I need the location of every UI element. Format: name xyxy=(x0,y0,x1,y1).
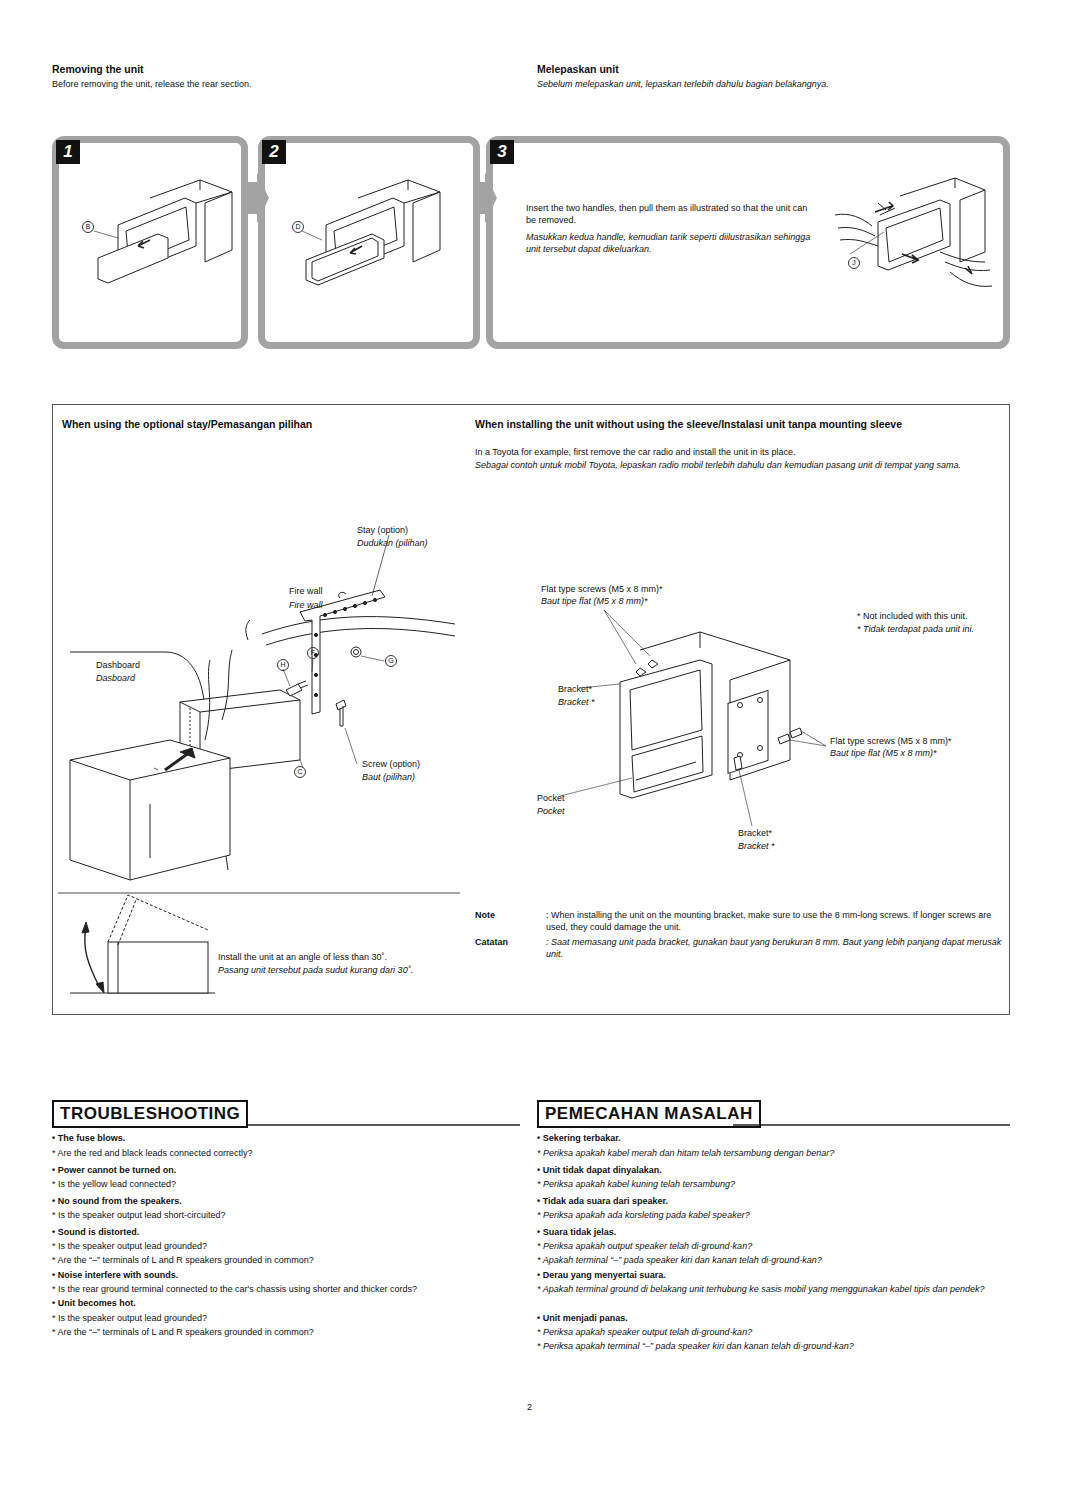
text-label: Flat type screws (M5 x 8 mm)* xyxy=(830,736,952,748)
troubleshooting-item: * Are the red and black leads connected … xyxy=(52,1148,253,1160)
troubleshooting-item: * Periksa apakah kabel kuning telah ters… xyxy=(537,1179,735,1191)
troubleshooting-item: * Is the speaker output lead short-circu… xyxy=(52,1210,226,1222)
callout-letter: H xyxy=(277,659,289,671)
troubleshooting-item: * Periksa apakah output speaker telah di… xyxy=(537,1241,752,1253)
callout-letter: B xyxy=(82,221,94,233)
text-label: : Saat memasang unit pada bracket, gunak… xyxy=(546,937,1006,960)
troubleshooting-item: • Sound is distorted. xyxy=(52,1227,139,1239)
text-label: Melepaskan unit xyxy=(537,63,619,77)
instruction-text: Masukkan kedua handle, kemudian tarik se… xyxy=(526,232,816,255)
text-label: : When installing the unit on the mounti… xyxy=(546,910,1006,933)
text-label: Install the unit at an angle of less tha… xyxy=(218,952,387,964)
troubleshooting-item: • Unit tidak dapat dinyalakan. xyxy=(537,1165,662,1177)
step-panel: 3Insert the two handles, then pull them … xyxy=(486,136,1010,349)
text-label: Bracket* xyxy=(738,828,772,840)
step-number: 3 xyxy=(490,140,514,164)
callout-letter: G xyxy=(385,655,397,667)
callout-letter: D xyxy=(292,221,304,233)
text-label: Baut tipe flat (M5 x 8 mm)* xyxy=(830,748,937,760)
troubleshooting-item: • Noise interfere with sounds. xyxy=(52,1270,178,1282)
text-label: Pocket xyxy=(537,806,565,818)
text-label: * Not included with this unit. xyxy=(857,611,968,623)
text-label: Baut (pilihan) xyxy=(362,772,415,784)
text-label: Bracket* xyxy=(558,684,592,696)
troubleshooting-item: • Unit becomes hot. xyxy=(52,1298,136,1310)
text-label: Screw (option) xyxy=(362,759,420,771)
section-title: TROUBLESHOOTING xyxy=(60,1104,240,1124)
text-label: Fire wall xyxy=(289,586,323,598)
text-label: Flat type screws (M5 x 8 mm)* xyxy=(541,584,663,596)
instruction-text: Sebagai contoh untuk mobil Toyota, lepas… xyxy=(475,460,1005,472)
troubleshooting-item: * Is the yellow lead connected? xyxy=(52,1179,176,1191)
callout-letter: F xyxy=(307,647,319,659)
text-label: Stay (option) xyxy=(357,525,408,537)
troubleshooting-item: • Unit menjadi panas. xyxy=(537,1313,628,1325)
step-panel: 1B xyxy=(52,136,248,349)
page-number: 2 xyxy=(527,1402,532,1414)
instruction-text: Insert the two handles, then pull them a… xyxy=(526,203,816,226)
step-number: 1 xyxy=(56,140,80,164)
section-title: PEMECAHAN MASALAH xyxy=(545,1104,753,1124)
text-label: Note xyxy=(475,910,495,922)
troubleshooting-item: • No sound from the speakers. xyxy=(52,1196,182,1208)
text-label: * Tidak terdapat pada unit ini. xyxy=(857,624,974,636)
troubleshooting-item: * Periksa apakah kabel merah dan hitam t… xyxy=(537,1148,834,1160)
section-heading: When using the optional stay/Pemasangan … xyxy=(62,418,312,432)
text-label: Dudukan (pilihan) xyxy=(357,538,428,550)
text-label: Fire wall xyxy=(289,600,323,612)
text-label: Dasboard xyxy=(96,673,135,685)
troubleshooting-item: * Are the “–” terminals of L and R speak… xyxy=(52,1255,314,1267)
text-label: Removing the unit xyxy=(52,63,144,77)
text-label: Pocket xyxy=(537,793,565,805)
text-label: Before removing the unit, release the re… xyxy=(52,79,252,91)
troubleshooting-item: • The fuse blows. xyxy=(52,1133,125,1145)
troubleshooting-item: * Is the speaker output lead grounded? xyxy=(52,1313,207,1325)
step-panel: 2D xyxy=(258,136,480,349)
callout-letter: J xyxy=(848,257,860,269)
section-heading-box: PEMECAHAN MASALAH xyxy=(537,1100,761,1128)
troubleshooting-item: * Is the rear ground terminal connected … xyxy=(52,1284,417,1296)
section-frame: When using the optional stay/Pemasangan … xyxy=(52,404,1010,1015)
troubleshooting-item: * Periksa apakah ada korsleting pada kab… xyxy=(537,1210,750,1222)
troubleshooting-item: • Tidak ada suara dari speaker. xyxy=(537,1196,668,1208)
text-label: Baut tipe flat (M5 x 8 mm)* xyxy=(541,596,648,608)
troubleshooting-item: * Apakah terminal “–” pada speaker kiri … xyxy=(537,1255,822,1267)
text-label: Dashboard xyxy=(96,660,140,672)
section-heading-box: TROUBLESHOOTING xyxy=(52,1100,248,1128)
troubleshooting-item: * Periksa apakah terminal “–” pada speak… xyxy=(537,1341,854,1353)
troubleshooting-item: • Sekering terbakar. xyxy=(537,1133,621,1145)
text-label: Bracket * xyxy=(558,697,595,709)
troubleshooting-item: • Suara tidak jelas. xyxy=(537,1227,616,1239)
instruction-text: In a Toyota for example, first remove th… xyxy=(475,447,1005,459)
step-number: 2 xyxy=(262,140,286,164)
troubleshooting-item: * Are the “–” terminals of L and R speak… xyxy=(52,1327,314,1339)
text-label: Pasang unit tersebut pada sudut kurang d… xyxy=(218,965,413,977)
troubleshooting-item: * Is the speaker output lead grounded? xyxy=(52,1241,207,1253)
text-label: Catatan xyxy=(475,937,508,949)
text-label: Sebelum melepaskan unit, lepaskan terleb… xyxy=(537,79,829,91)
troubleshooting-item: • Derau yang menyertai suara. xyxy=(537,1270,666,1282)
callout-letter: C xyxy=(294,766,306,778)
text-label: Bracket * xyxy=(738,841,775,853)
section-heading: When installing the unit without using t… xyxy=(475,418,1005,432)
troubleshooting-item: • Power cannot be turned on. xyxy=(52,1165,176,1177)
troubleshooting-item: * Apakah terminal ground di belakang uni… xyxy=(537,1284,1007,1296)
troubleshooting-item: * Periksa apakah speaker output telah di… xyxy=(537,1327,752,1339)
